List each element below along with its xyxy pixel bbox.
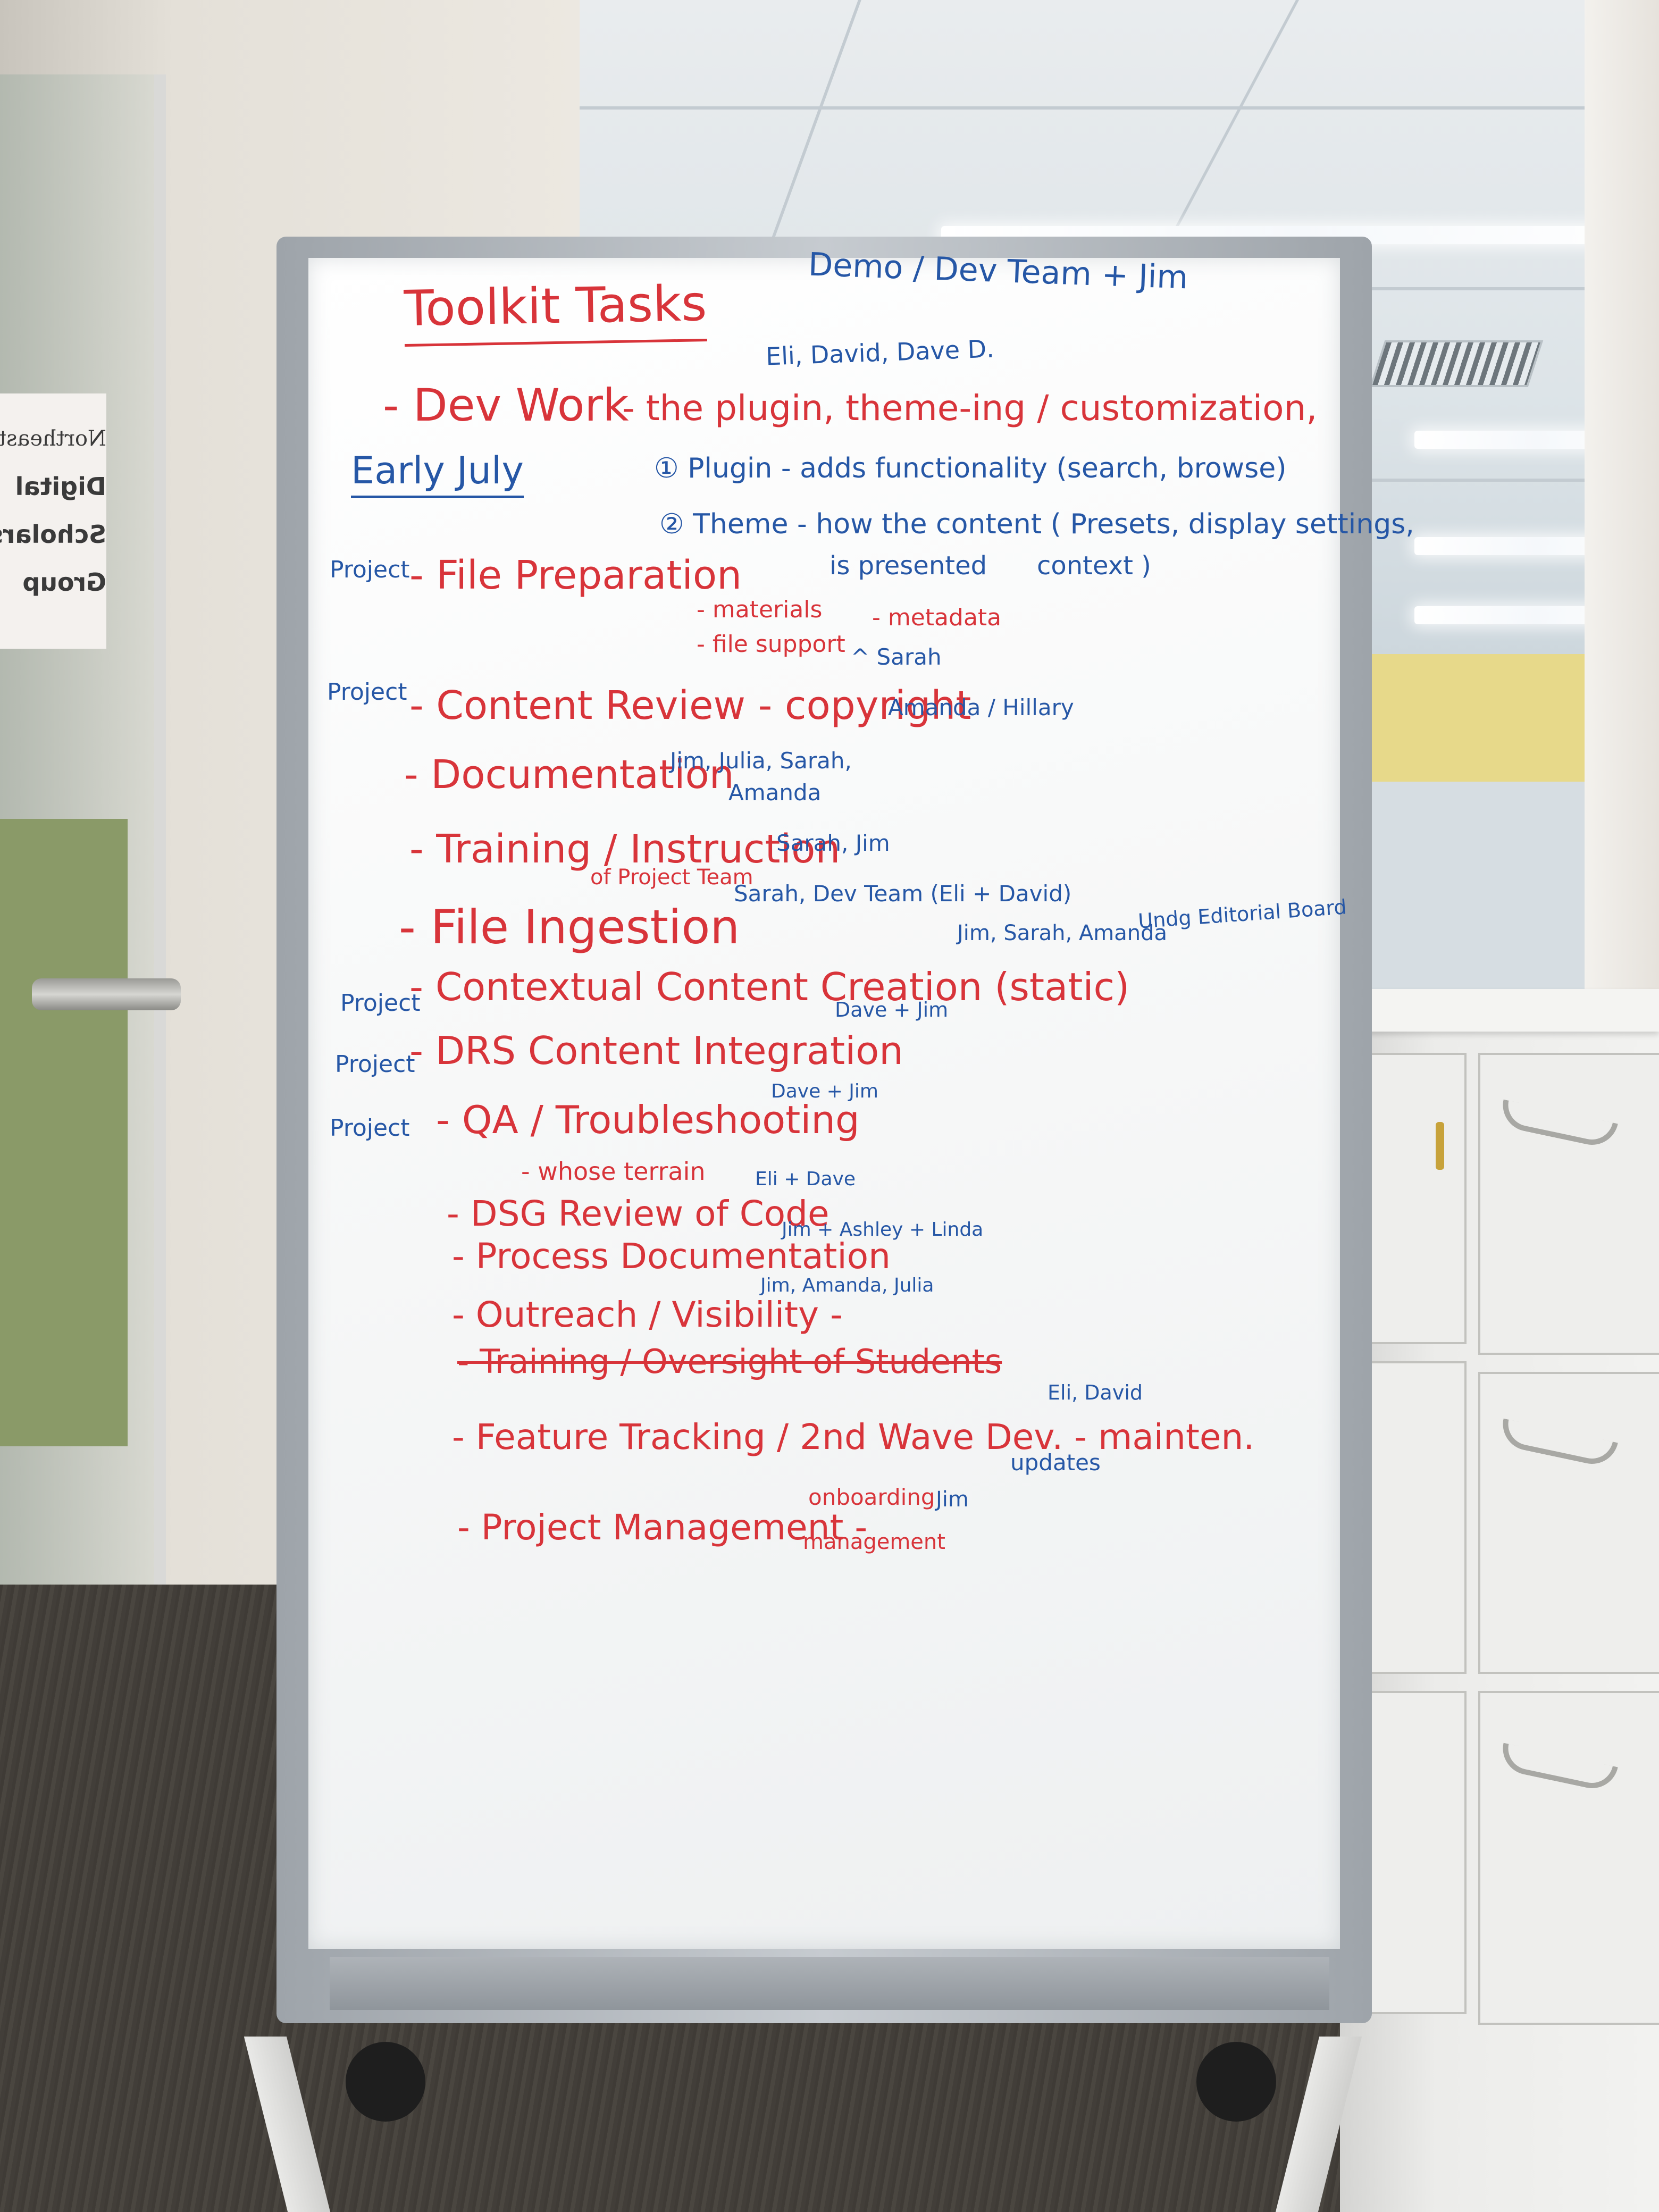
documentation-names-2: Amanda [728,780,822,806]
dev-work-line: - Dev Work [383,379,629,431]
door-sign: Northeastern Digital Scholarship Group [0,393,106,649]
contextual-content-line: - Contextual Content Creation (static) [409,965,1130,1009]
ingestion-names: Sarah, Dev Team (Eli + David) [734,881,1072,907]
whose-terrain-line: - whose terrain [521,1157,706,1186]
sarah-note: ^ Sarah [851,644,942,670]
process-doc-line: - Process Documentation [452,1236,891,1277]
jim-note: Jim [936,1487,969,1512]
door-sign-line: Northeastern [0,426,106,451]
whiteboard-wheel [1196,2042,1276,2122]
contextual-names: Jim, Sarah, Amanda [957,921,1168,945]
early-july: Early July [351,452,524,498]
dev-work-detail: - the plugin, theme-ing / customization, [622,388,1318,429]
door-handle [32,978,181,1010]
project-label: Project [340,990,421,1017]
dave-jim-note: Dave + Jim [771,1080,878,1102]
key-icon [1436,1122,1444,1170]
ceiling-vent [1369,340,1544,387]
content-review-line: - Content Review - copyright [409,683,971,728]
project-label: Project [327,678,407,706]
cubicle-partition [1351,782,1585,1005]
materials-line: - materials [697,596,823,623]
whiteboard-surface [308,258,1340,1949]
dave-jim-note: Dave + Jim [835,998,949,1021]
training-line: - Training / Instruction [409,826,841,872]
drs-content-line: - DRS Content Integration [409,1028,903,1073]
plugin-line: ① Plugin - adds functionality (search, b… [654,453,1287,484]
whiteboard-bottom-rail [330,1957,1329,2010]
onboarding-note: onboarding [808,1484,935,1510]
training-sub: of Project Team [590,865,753,890]
cabinet-top [1340,989,1659,1032]
door-sign-line: Group [22,568,106,597]
whiteboard-title: Toolkit Tasks [404,275,708,347]
training-students-line-struck: - Training / Oversight of Students [457,1342,1002,1381]
file-prep-line: - File Preparation [409,552,742,598]
eli-dave-note: Eli + Dave [755,1168,856,1190]
theme-line-3: context ) [1037,551,1151,581]
documentation-names: Jim, Julia, Sarah, [670,748,852,774]
dsg-review-line: - DSG Review of Code [447,1193,830,1234]
training-names: Sarah, Jim [776,830,890,856]
project-label: Project [330,556,410,583]
feature-tracking-line: - Feature Tracking / 2nd Wave Dev. - mai… [452,1417,1255,1457]
documentation-line: - Documentation [404,752,734,798]
project-management-line: - Project Management - [457,1507,868,1548]
whiteboard-wheel [346,2042,425,2122]
outreach-line: - Outreach / Visibility - [452,1294,843,1335]
file-support-line: - file support [697,631,845,658]
feature-names: Eli, David [1048,1381,1143,1404]
green-panel [0,819,128,1446]
file-cabinet [1340,989,1659,2212]
process-names: Jim + Ashley + Linda [782,1219,984,1241]
theme-line: ② Theme - how the content ( Presets, dis… [659,508,1414,540]
metadata-line: - metadata [872,604,1002,631]
door-sign-line: Digital Scholarship [0,472,106,549]
management-note: management [803,1530,945,1554]
qa-line: - QA / Troubleshooting [436,1097,860,1142]
updates-note: updates [1010,1449,1101,1476]
file-ingestion-line: - File Ingestion [399,900,740,954]
dev-names: Eli, David, Dave D. [765,334,995,371]
outreach-names: Jim, Amanda, Julia [760,1275,934,1296]
project-label: Project [330,1115,410,1142]
project-label: Project [335,1051,415,1078]
amanda-hillary: Amanda / Hillary [888,694,1074,720]
theme-line-2: is presented [830,551,987,581]
